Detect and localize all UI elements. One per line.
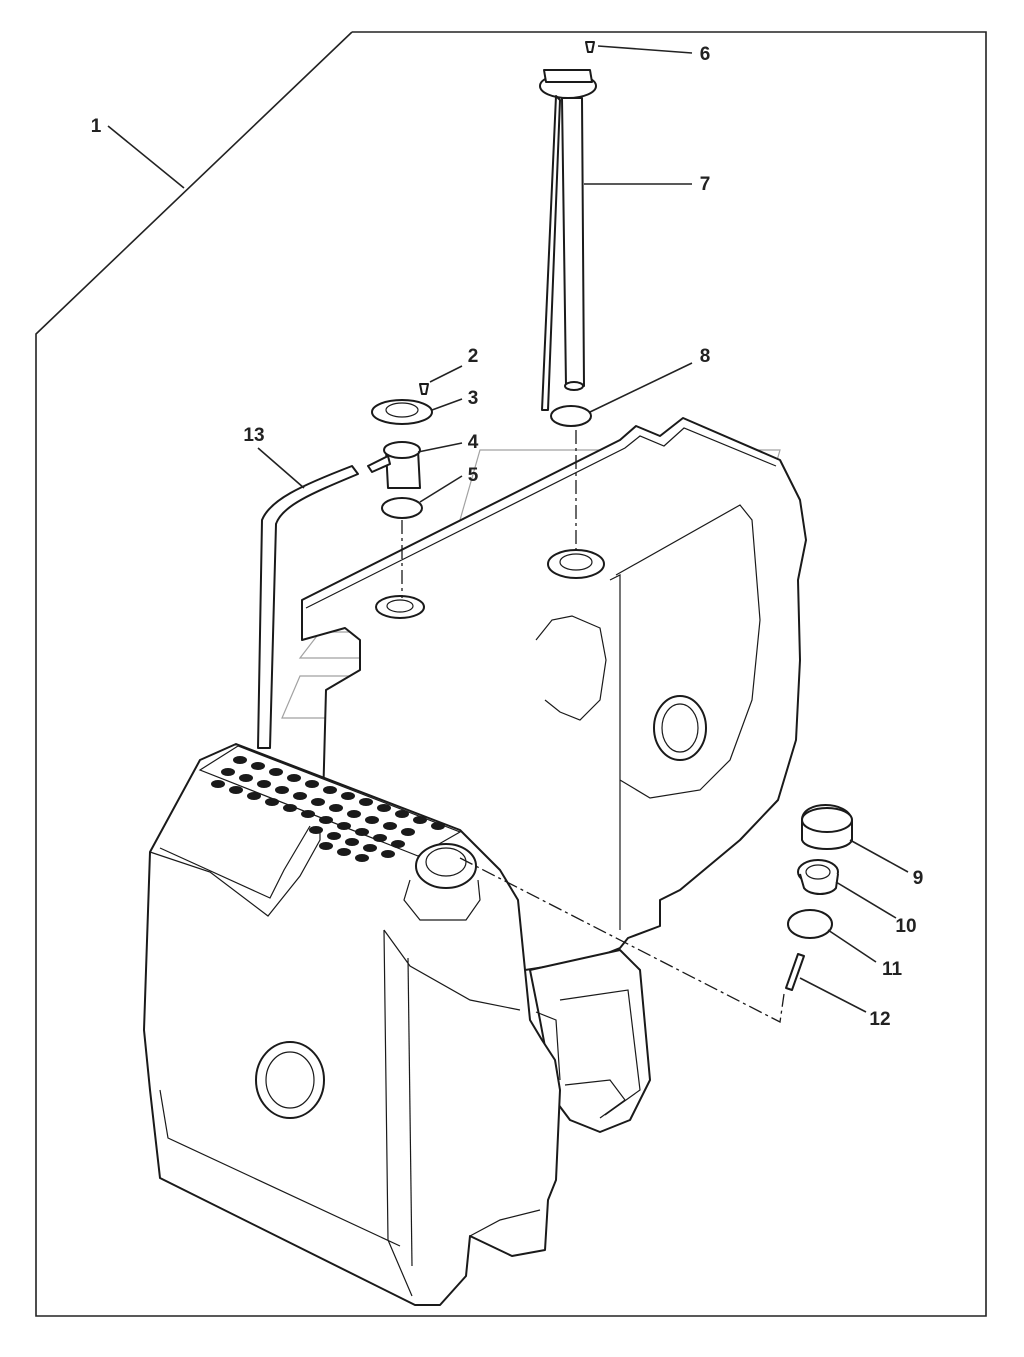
assembly-frame	[35, 31, 987, 1317]
sender-port	[547, 549, 605, 579]
callout-9: 9	[913, 868, 924, 889]
flange-ring	[371, 399, 433, 425]
filler-cap	[801, 804, 853, 850]
vent-holes	[211, 756, 445, 862]
vent-hose	[257, 465, 359, 749]
callout-8: 8	[700, 346, 711, 367]
callout-11: 11	[882, 959, 903, 980]
front-tank-body	[143, 743, 561, 1306]
callout-12: 12	[869, 1009, 890, 1030]
o-ring-small	[381, 497, 423, 519]
callout-3: 3	[468, 388, 479, 409]
callout-5: 5	[468, 465, 479, 486]
filler-strainer	[785, 953, 805, 991]
level-sender	[539, 69, 597, 411]
callout-2: 2	[468, 346, 479, 367]
callout-7: 7	[700, 174, 711, 195]
screw	[419, 383, 429, 395]
filler-adaptor	[797, 859, 839, 895]
filler-seal	[787, 909, 833, 939]
callout-13: 13	[243, 425, 264, 446]
filler-axis-line	[459, 857, 785, 1023]
pump-port	[375, 595, 425, 619]
leader-lines	[107, 45, 909, 1013]
callout-1: 1	[91, 116, 102, 137]
callout-4: 4	[468, 432, 479, 453]
screw-top	[585, 41, 595, 53]
callout-10: 10	[895, 916, 916, 937]
o-ring-large	[550, 405, 592, 427]
pump-unit	[367, 441, 421, 489]
callout-6: 6	[700, 44, 711, 65]
